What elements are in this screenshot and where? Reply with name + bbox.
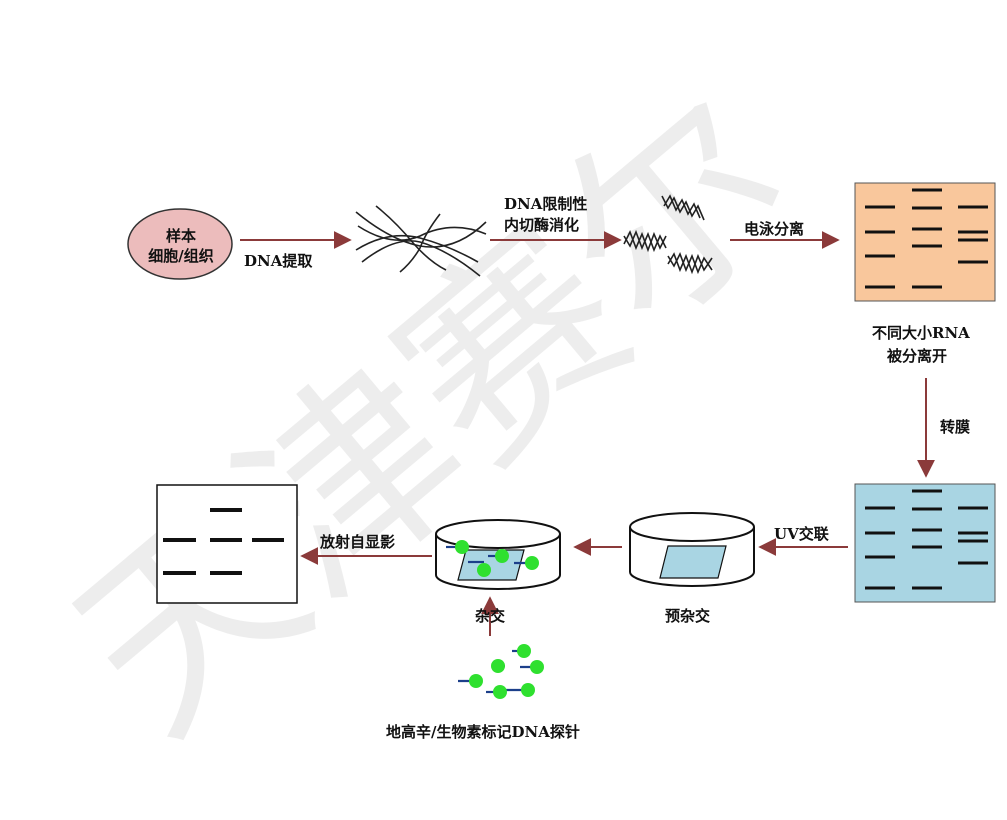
sample-label-line2: 细胞/组织 [148, 247, 214, 265]
label-autoradiography: 放射自显影 [320, 533, 396, 551]
label-hybridization: 杂交 [475, 607, 506, 625]
label-prehybridization: 预杂交 [665, 607, 711, 625]
label-probe: 地高辛/生物素标记DNA探针 [386, 723, 580, 741]
long-dna-icon [355, 205, 487, 277]
label-separated-line2: 被分离开 [887, 347, 948, 365]
membrane-panel [854, 483, 996, 603]
dna-fragments-icon [623, 194, 713, 275]
label-restriction-line2: 内切酶消化 [504, 216, 580, 234]
label-uv-crosslink: UV交联 [774, 525, 829, 543]
hybridization-dish [435, 519, 561, 590]
gel-panel [854, 182, 996, 302]
label-restriction-line1: DNA限制性 [504, 195, 588, 213]
sample-label-line1: 样本 [165, 227, 196, 245]
probe-icon [458, 644, 544, 699]
label-electrophoresis: 电泳分离 [744, 220, 805, 238]
sample-ellipse [127, 208, 233, 280]
prehybridization-dish [629, 512, 755, 587]
label-separated-line1: 不同大小RNA [872, 324, 970, 342]
label-transfer: 转膜 [940, 418, 971, 436]
film-panel [156, 484, 298, 604]
label-dna-extraction: DNA提取 [244, 252, 313, 270]
